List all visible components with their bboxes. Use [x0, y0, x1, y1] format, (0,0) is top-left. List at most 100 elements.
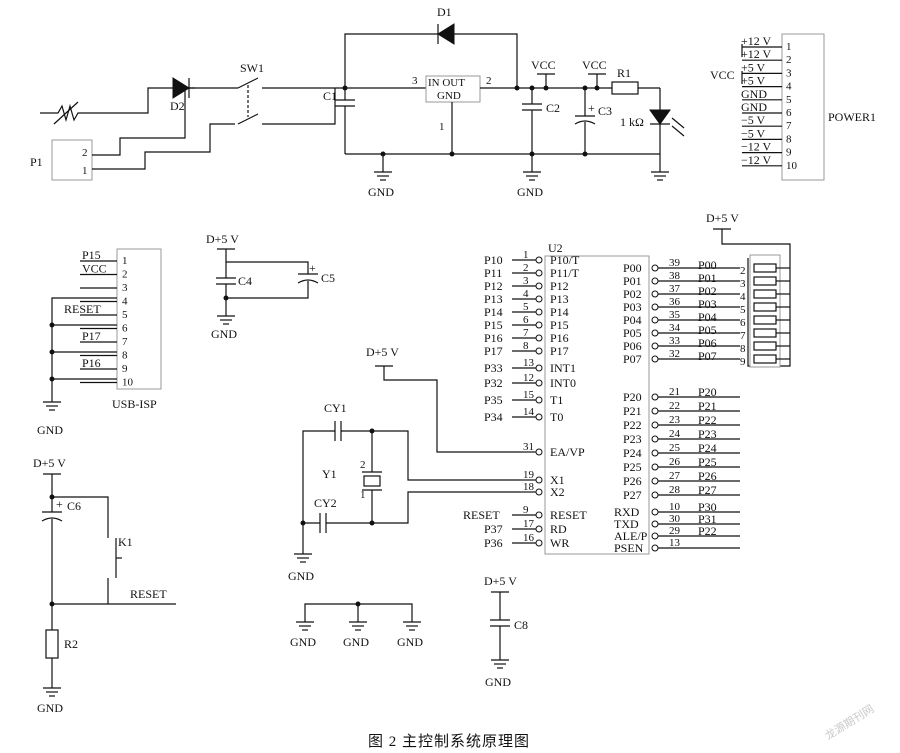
mcu-left-pin-fn-1: P10/T [550, 253, 580, 267]
mcu-left-pin-12 [535, 379, 543, 387]
figure-caption: 图 2 主控制系统原理图 [368, 733, 530, 750]
r2-label: R2 [64, 637, 78, 651]
power1-pin-label-6: GND [741, 100, 767, 114]
mcu-left-net-6: P15 [484, 318, 503, 332]
pullup-pin-number-6: 6 [740, 317, 746, 329]
isp-pin-label-1: P15 [82, 248, 101, 262]
y1-pin1: 1 [360, 489, 366, 501]
mcu-right-pin-number-10: 10 [669, 501, 681, 513]
mcu-left-pin-number-2: 2 [523, 262, 529, 274]
mcu-right-pin-25 [651, 449, 659, 457]
mcu-right-net-39: P00 [698, 258, 717, 272]
power1-pin-label-8: −5 V [741, 126, 766, 140]
isp-pin-number-4: 4 [122, 296, 128, 308]
mcu-left-pin-fn-7: P16 [550, 331, 569, 345]
reg-pin3: 3 [412, 75, 418, 87]
mcu-right-pin-34 [651, 329, 659, 337]
p1-label: P1 [30, 155, 43, 169]
mcu-left-pin-number-4: 4 [523, 288, 529, 300]
mcu-right-pin-fn-39: P00 [623, 261, 642, 275]
mcu-body [544, 255, 650, 555]
mcu-left-net-7: P16 [484, 331, 503, 345]
mcu-right-pin-number-36: 36 [669, 296, 681, 308]
power1-pin-number-5: 5 [786, 94, 792, 106]
pullup-pin-number-2: 2 [740, 265, 746, 277]
power1-pin-label-1: +12 V [741, 34, 772, 48]
mcu-right-pin-number-22: 22 [669, 400, 680, 412]
mcu-right-pin-number-34: 34 [669, 322, 681, 334]
mcu-left-pin-number-6: 6 [523, 314, 529, 326]
mcu-left-net-2: P11 [484, 266, 502, 280]
power1-pin-label-5: GND [741, 87, 767, 101]
watermark: 龙源期刊网 [822, 702, 876, 743]
mcu-right-net-32: P07 [698, 349, 717, 363]
mcu-right-net-25: P24 [698, 441, 717, 455]
mcu-right-net-37: P02 [698, 284, 717, 298]
mcu-right-pin-fn-21: P20 [623, 390, 642, 404]
mcu-left-pin-fn-8: P17 [550, 344, 569, 358]
mcu-left-pin-fn-18: X2 [550, 485, 565, 499]
isp-gnd-label: GND [37, 423, 63, 437]
mcu-left-pin-number-3: 3 [523, 275, 529, 287]
mcu-left-net-8: P17 [484, 344, 503, 358]
mcu-right-pin-fn-33: P06 [623, 339, 642, 353]
mcu-left-pin-fn-19: X1 [550, 473, 565, 487]
mcu-right-pin-number-35: 35 [669, 309, 681, 321]
decoupling-vdd-label: D+5 V [206, 232, 239, 246]
sw1-label: SW1 [240, 61, 264, 75]
ea-vdd-label: D+5 V [366, 345, 399, 359]
mcu-left-pin-fn-13: INT1 [550, 361, 576, 375]
mcu-left-net-16: P36 [484, 536, 503, 550]
mcu-left-pin-7 [535, 334, 543, 342]
power1-pin-label-7: −5 V [741, 113, 766, 127]
mcu-right-pin-fn-26: P25 [623, 460, 642, 474]
c3-label: C3 [598, 104, 612, 118]
mcu-right-pin-fn-29: ALE/P [614, 529, 648, 543]
power1-pin-number-1: 1 [786, 41, 792, 53]
power1-pin-label-4: +5 V [741, 74, 766, 88]
isp-pin-number-5: 5 [122, 309, 128, 321]
power-input-section: P1 2 1 D2 SW1 D1 [30, 5, 685, 199]
r1-label: R1 [617, 66, 631, 80]
mcu-left-pin-18 [535, 488, 543, 496]
mcu-left-net-14: P34 [484, 410, 503, 424]
pullup-resistor-4 [753, 302, 777, 312]
d2-label: D2 [170, 99, 185, 113]
mcu-left-pin-number-8: 8 [523, 340, 529, 352]
mcu-right-pin-number-23: 23 [669, 414, 681, 426]
mcu-left-pin-9 [535, 511, 543, 519]
mcu-right-pin-fn-38: P01 [623, 274, 642, 288]
isp-pin-number-9: 9 [122, 363, 128, 375]
isp-pin-number-10: 10 [122, 377, 134, 389]
cy2-label: CY2 [314, 496, 337, 510]
mcu-left-net-3: P12 [484, 279, 503, 293]
mcu-left-pin-1 [535, 256, 543, 264]
mcu-right-pin-27 [651, 477, 659, 485]
isp-pin-label-9: P16 [82, 356, 101, 370]
power1-pin-number-4: 4 [786, 81, 792, 93]
mcu-right-pin-number-39: 39 [669, 257, 681, 269]
c6-label: C6 [67, 499, 81, 513]
mcu-right-pin-29 [651, 532, 659, 540]
y1-label: Y1 [322, 467, 337, 481]
isp-pin-number-6: 6 [122, 323, 128, 335]
thermistor-wire [40, 87, 173, 123]
mcu-left-pin-number-9: 9 [523, 504, 529, 516]
vcc-label-1: VCC [531, 58, 556, 72]
mcu-left-net-12: P32 [484, 376, 503, 390]
mcu-right-net-29: P22 [698, 524, 717, 538]
mcu-left-pin-17 [535, 525, 543, 533]
mcu-right-pin-fn-36: P03 [623, 300, 642, 314]
mcu-left-pin-fn-5: P14 [550, 305, 569, 319]
isp-pin-number-2: 2 [122, 269, 128, 281]
power1-pin-number-2: 2 [786, 54, 792, 66]
mcu-left-net-1: P10 [484, 253, 503, 267]
reset-vdd-label: D+5 V [33, 456, 66, 470]
c4-label: C4 [238, 274, 252, 288]
power1-vcc-label: VCC [710, 68, 735, 82]
mcu-right-pin-number-30: 30 [669, 513, 681, 525]
mcu-label: U2 [548, 241, 563, 255]
d2-diode [172, 77, 190, 99]
